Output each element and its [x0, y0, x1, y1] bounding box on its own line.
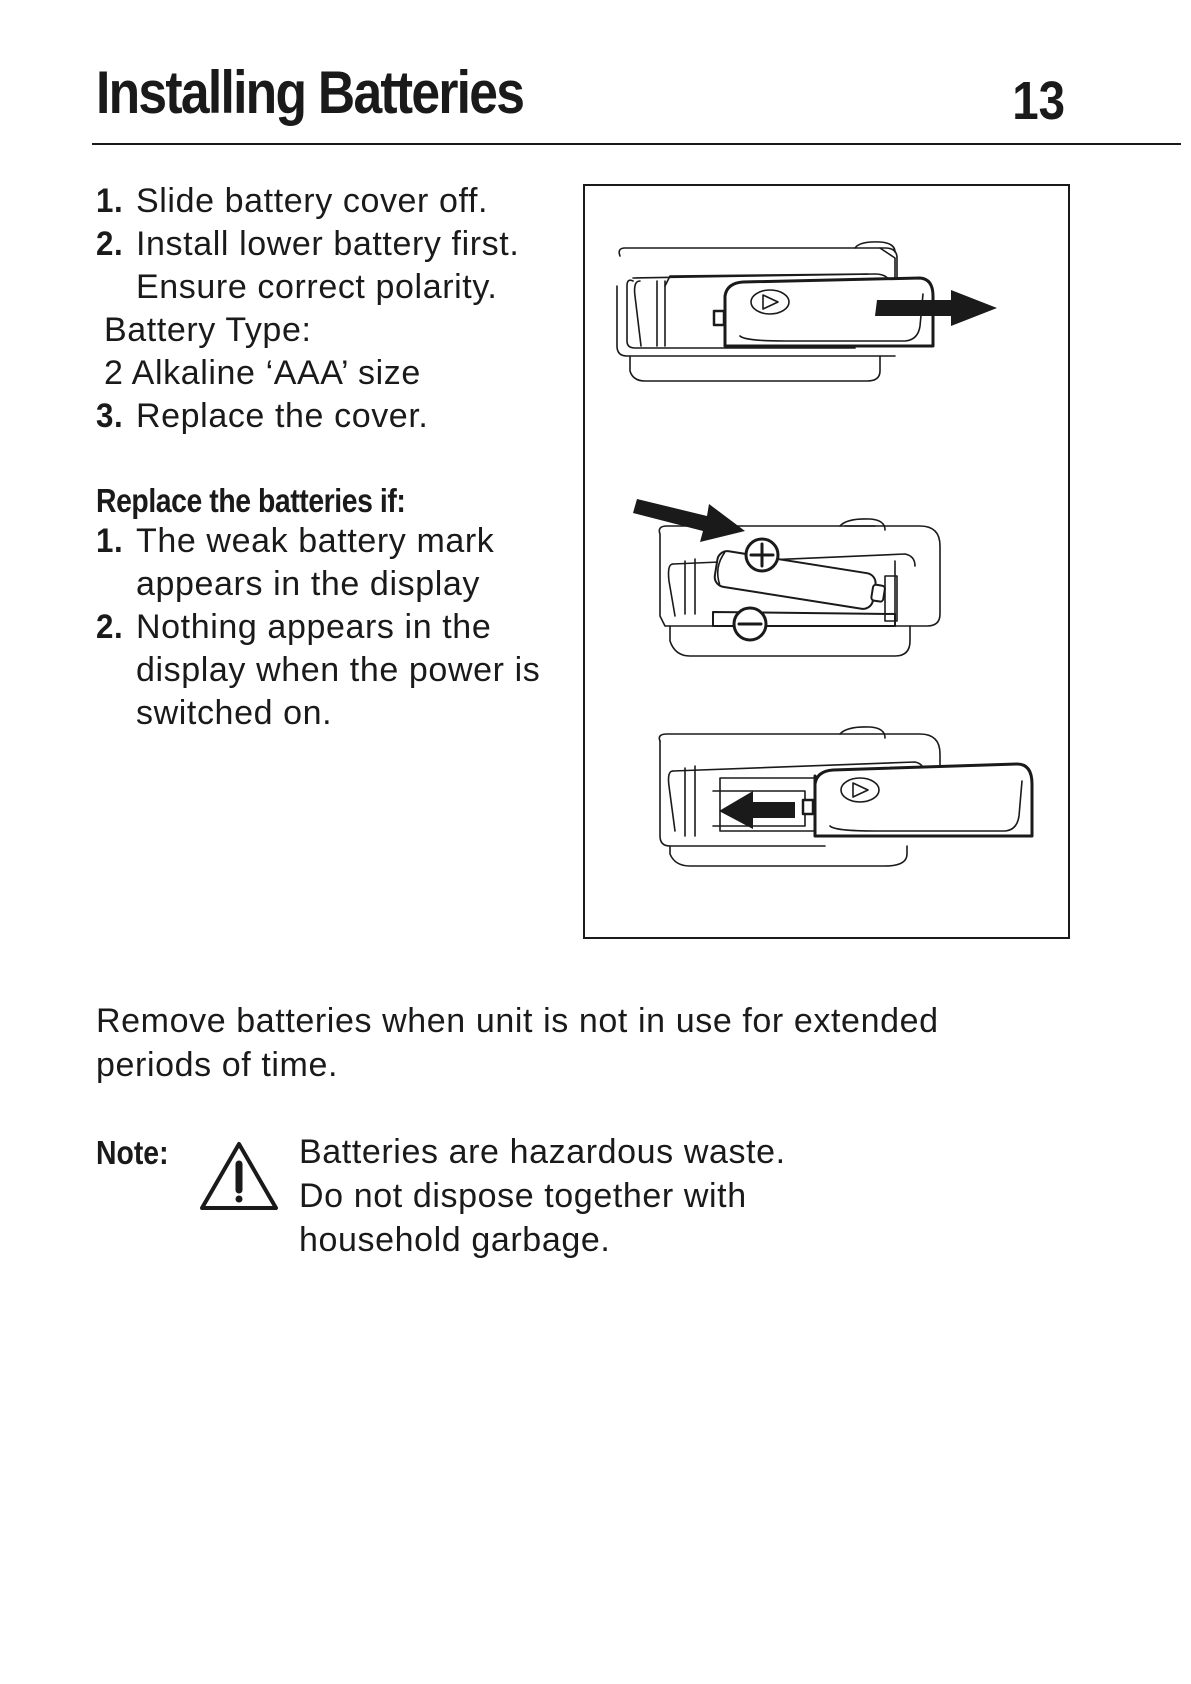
step-number: 1. [96, 182, 124, 220]
condition-text: The weak battery mark [136, 522, 495, 560]
condition-text: appears in the display [136, 565, 480, 603]
page-number: 13 [1012, 71, 1065, 131]
page-title: Installing Batteries [96, 59, 525, 126]
hazard-note-line: Batteries are hazardous waste. [299, 1133, 786, 1171]
hazard-note: Batteries are hazardous waste. Do not di… [299, 1130, 786, 1262]
condition-number: 1. [96, 522, 124, 560]
install-steps-list: 1. Slide battery cover off. 2. Install l… [96, 180, 519, 438]
note-label: Note: [96, 1134, 169, 1171]
battery-type-value: 2 Alkaline ‘AAA’ size [104, 354, 421, 392]
step2-insert-battery-illustration [633, 499, 941, 657]
battery-installation-figure: + − [583, 184, 1070, 939]
step1-remove-cover-illustration [616, 241, 997, 382]
step-number: 3. [96, 397, 124, 435]
install-step-3: 3. Replace the cover. [96, 395, 519, 438]
condition-text: display when the power is [136, 651, 541, 689]
step-number: 2. [96, 225, 124, 263]
install-step-1: 1. Slide battery cover off. [96, 180, 519, 223]
hazard-note-line: Do not dispose together with [299, 1177, 747, 1215]
step-text: Install lower battery first. [136, 225, 520, 263]
condition-number: 2. [96, 608, 124, 646]
replace-heading: Replace the batteries if: [96, 482, 406, 519]
storage-instruction: Remove batteries when unit is not in use… [96, 1002, 939, 1084]
battery-type-label: Battery Type: [104, 311, 312, 349]
replace-conditions-list: 1. The weak battery mark appears in the … [96, 520, 540, 735]
replace-condition-1: 1. The weak battery mark appears in the … [96, 520, 540, 606]
hazard-note-line: household garbage. [299, 1221, 611, 1259]
condition-text: Nothing appears in the [136, 608, 492, 646]
step3-replace-cover-illustration [658, 726, 1034, 867]
step-text: Replace the cover. [136, 397, 429, 435]
battery-type-info: Battery Type: 2 Alkaline ‘AAA’ size [96, 309, 519, 395]
header-divider [92, 143, 1181, 145]
warning-triangle-icon [198, 1140, 280, 1217]
replace-condition-2: 2. Nothing appears in the display when t… [96, 606, 540, 735]
install-step-2: 2. Install lower battery first. Ensure c… [96, 223, 519, 309]
step-text: Slide battery cover off. [136, 182, 489, 220]
condition-text: switched on. [136, 694, 333, 732]
step-text: Ensure correct polarity. [136, 268, 498, 306]
